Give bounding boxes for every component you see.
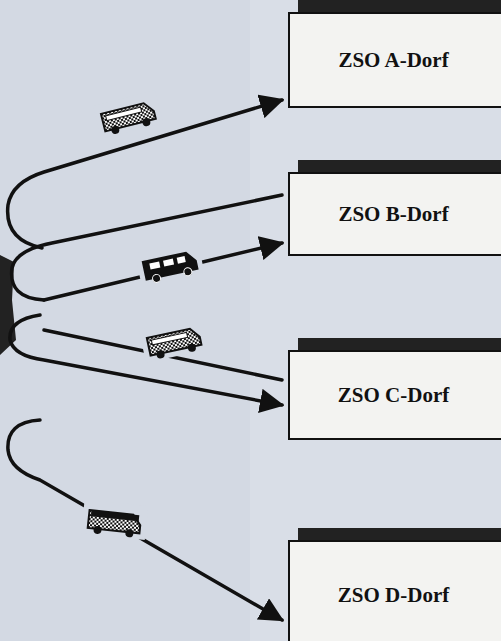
route-arrow — [8, 420, 282, 620]
van-symbol — [139, 316, 209, 363]
ship-symbol — [0, 255, 16, 355]
box-shadow — [298, 338, 501, 350]
van-symbol — [93, 90, 163, 138]
zso-box: ZSO D-Dorf — [288, 540, 501, 641]
box-shadow — [298, 528, 501, 540]
box-label: ZSO A-Dorf — [338, 48, 448, 73]
box-label: ZSO B-Dorf — [338, 202, 448, 227]
route-arrow — [10, 315, 282, 405]
zso-box: ZSO C-Dorf — [288, 350, 501, 440]
box-shadow — [298, 0, 501, 12]
box-label: ZSO D-Dorf — [338, 583, 449, 608]
route-arrow — [8, 100, 282, 248]
left-ground — [0, 0, 250, 641]
zso-box: ZSO A-Dorf — [288, 12, 501, 108]
route-line — [44, 330, 282, 380]
route-line — [12, 195, 282, 300]
van-symbol — [81, 499, 148, 540]
box-label: ZSO C-Dorf — [338, 383, 449, 408]
box-shadow — [298, 160, 501, 172]
zso-box: ZSO B-Dorf — [288, 172, 501, 256]
van-symbol — [135, 240, 205, 287]
